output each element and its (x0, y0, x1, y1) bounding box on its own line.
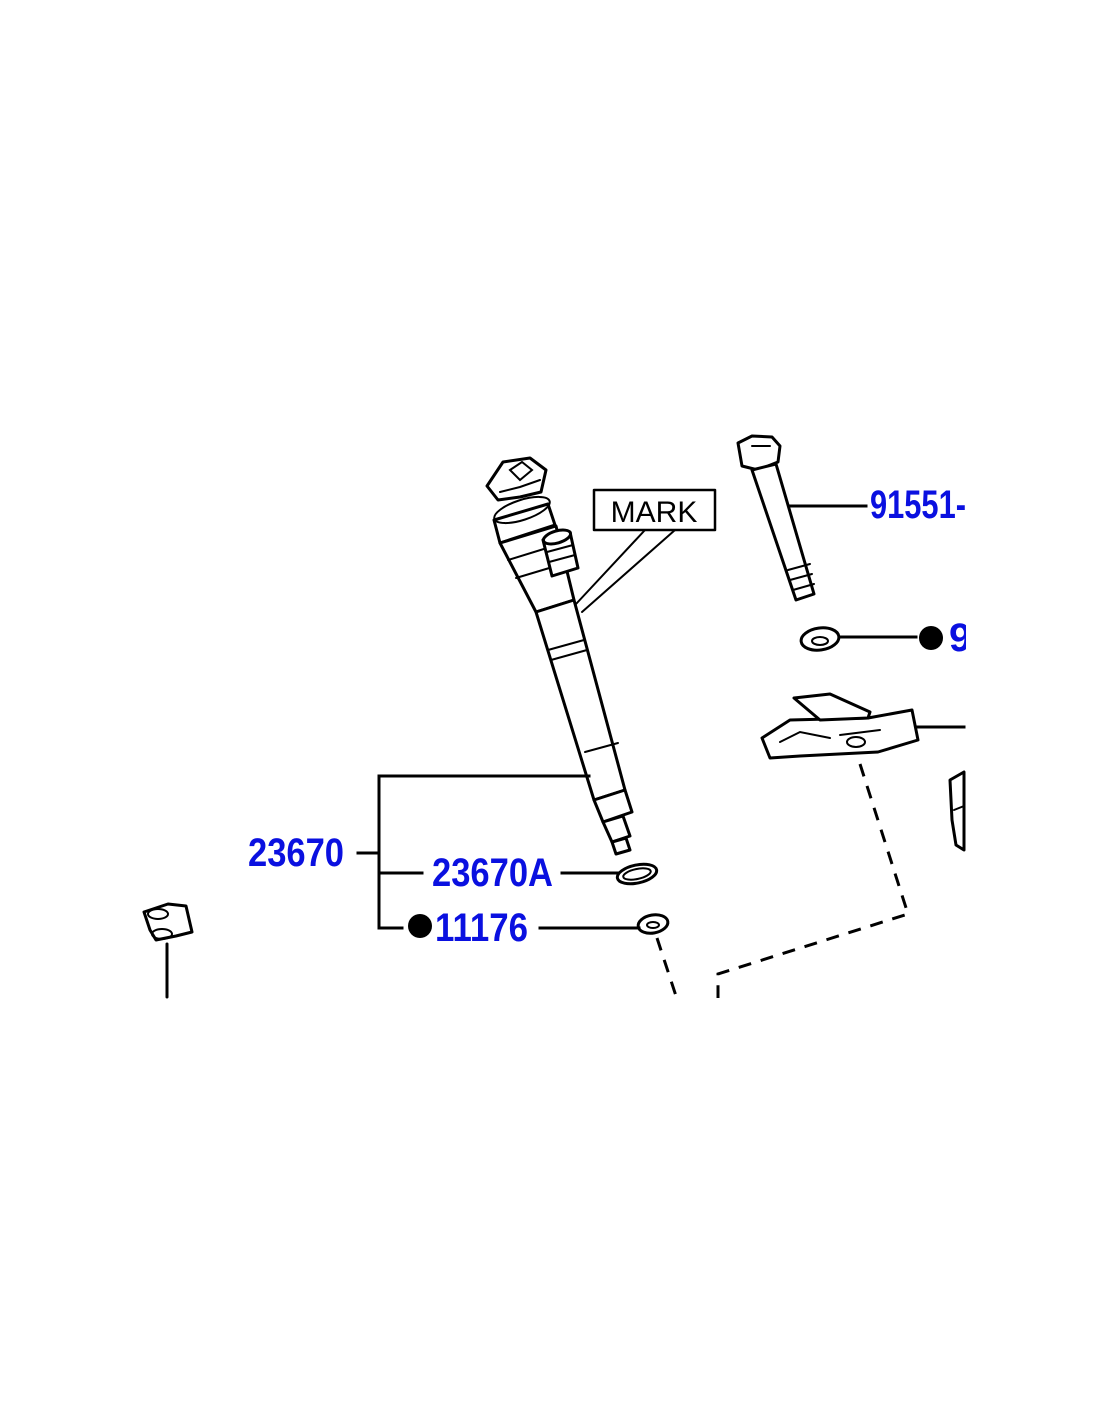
fuel-injector (485, 456, 634, 856)
callout-9[interactable]: 9 (949, 616, 971, 660)
non-reusable-marker-icon (919, 626, 943, 650)
injector-bolt (736, 434, 816, 602)
bracket-left (142, 902, 194, 999)
o-ring (615, 862, 659, 886)
callout-11176[interactable]: 11176 (435, 906, 528, 950)
crop-mask-right (966, 380, 1100, 1020)
partial-part-right (948, 770, 966, 852)
non-reusable-marker-icon (408, 914, 432, 938)
mark-callout: MARK (575, 488, 717, 613)
callout-leaders (356, 504, 966, 930)
bolt-washer (799, 626, 841, 652)
callout-23670a[interactable]: 23670A (432, 851, 553, 895)
mark-label: MARK (611, 496, 698, 529)
gasket (636, 913, 670, 935)
callout-91551[interactable]: 91551- (870, 483, 966, 527)
injector-clamp (760, 692, 920, 760)
alignment-lines (655, 763, 910, 998)
callout-23670[interactable]: 23670 (248, 831, 344, 875)
